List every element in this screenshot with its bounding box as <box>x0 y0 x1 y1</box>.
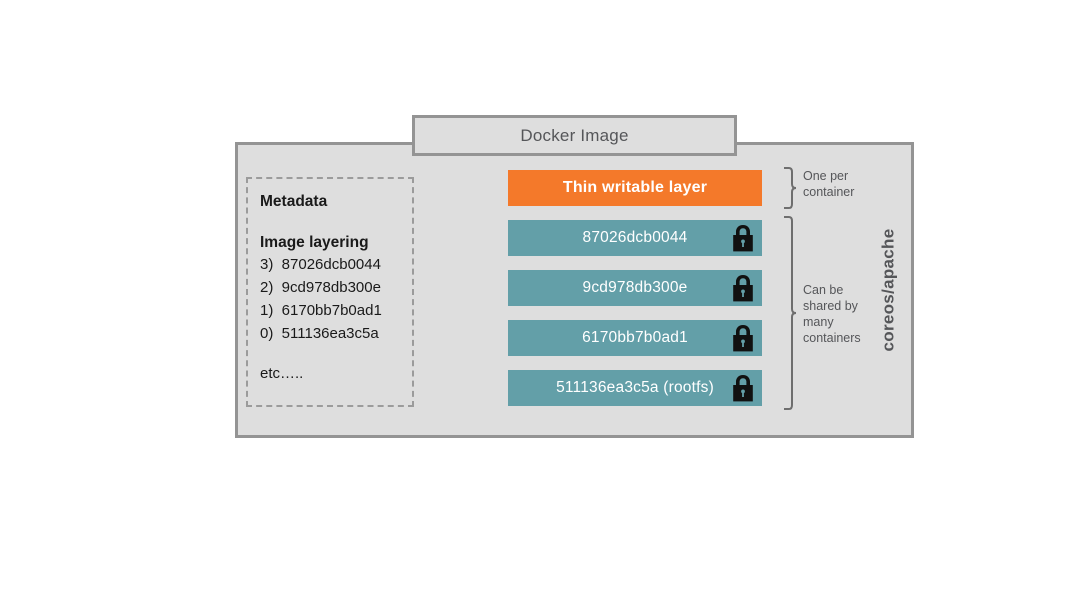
layer-label: 9cd978db300e <box>582 279 688 296</box>
layer-87026dcb0044: 87026dcb0044 <box>508 220 762 256</box>
layer-thin-writable: Thin writable layer <box>508 170 762 206</box>
padlock-icon <box>733 375 753 402</box>
layer-label: 6170bb7b0ad1 <box>582 329 688 346</box>
list-item: 0) 511136ea3c5a <box>260 324 379 342</box>
bracket-shared-layers <box>784 216 797 410</box>
layer-6170bb7b0ad1: 6170bb7b0ad1 <box>508 320 762 356</box>
layer-label: 87026dcb0044 <box>582 229 688 246</box>
list-item: 1) 6170bb7b0ad1 <box>260 301 382 319</box>
padlock-icon <box>733 225 753 252</box>
list-item: 3) 87026dcb0044 <box>260 256 381 274</box>
repository-label-text: coreos/apache <box>878 228 897 352</box>
annotation-one-per-container: One per container <box>803 169 855 199</box>
page-title: Docker Image <box>520 125 629 145</box>
padlock-icon <box>733 325 753 352</box>
metadata-panel: Metadata Image layering 3) 87026dcb0044 … <box>246 177 414 407</box>
bracket-one-per-container <box>784 167 797 209</box>
metadata-title: Metadata <box>260 193 328 210</box>
layer-9cd978db300e: 9cd978db300e <box>508 270 762 306</box>
metadata-footer: etc….. <box>260 365 304 383</box>
list-item: 2) 9cd978db300e <box>260 278 381 296</box>
annotation-shared-by-containers: Can be shared by many containers <box>803 283 861 345</box>
image-layering-title: Image layering <box>260 233 369 251</box>
layer-label: 511136ea3c5a (rootfs) <box>556 379 714 396</box>
metadata-spacer <box>260 212 412 234</box>
docker-image-header: Docker Image <box>412 115 737 156</box>
image-layering-list: 3) 87026dcb0044 2) 9cd978db300e 1) 6170b… <box>260 254 412 345</box>
padlock-icon <box>733 275 753 302</box>
layer-label: Thin writable layer <box>562 179 708 196</box>
repository-label: coreos/apache <box>868 160 908 420</box>
layer-511136ea3c5a-rootfs: 511136ea3c5a (rootfs) <box>508 370 762 406</box>
